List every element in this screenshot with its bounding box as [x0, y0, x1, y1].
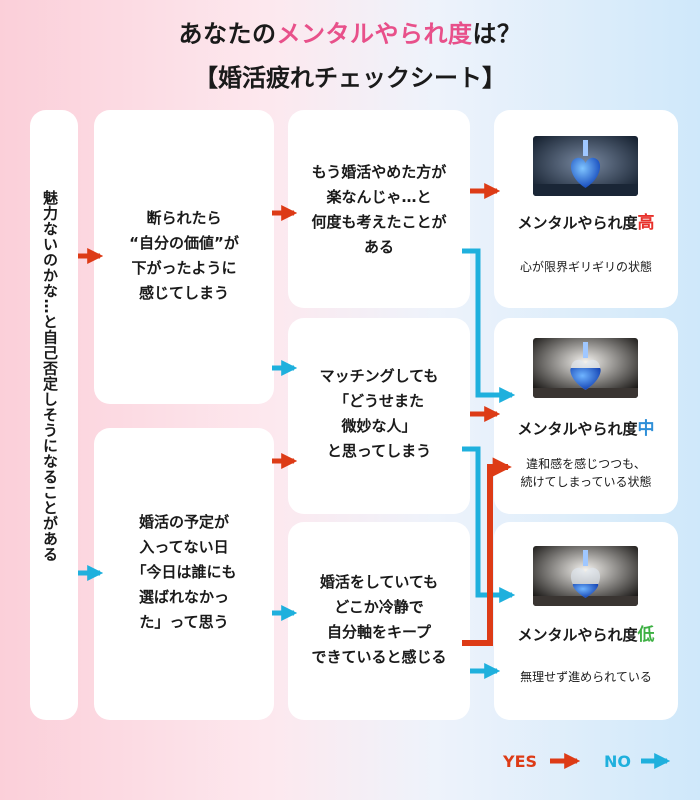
result-high-level: 高 — [637, 213, 655, 233]
question-2-line: 入ってない日 — [139, 538, 229, 556]
question-card-1 — [94, 110, 274, 404]
result-mid-desc-line: 続けてしまっている状態 — [520, 475, 652, 489]
question-1-text: 断られたら “自分の価値”が 下がったように 感じてしまう — [94, 206, 274, 306]
result-mid-level: 中 — [637, 419, 655, 439]
result-mid-desc: 違和感を感じつつも、 続けてしまっている状態 — [494, 455, 678, 491]
no-connector — [462, 446, 516, 604]
question-3-line: 何度も考えたことが — [311, 213, 447, 231]
question-1-line: 下がったように — [131, 259, 237, 277]
question-2-line: 選ばれなかっ — [138, 588, 229, 606]
question-5-line: 婚活をしていても — [319, 573, 439, 591]
perfume-bottle-photo — [533, 136, 638, 196]
page-title: あなたのメンタルやられ度は？ — [0, 14, 700, 49]
yes-connector — [462, 457, 512, 646]
question-2-line: 婚活の予定が — [138, 513, 229, 531]
question-card-5 — [288, 522, 470, 720]
question-5-line: できていると感じる — [311, 648, 447, 666]
question-4-text: マッチングしても 「どうせまた 微妙な人」 と思ってしまう — [288, 364, 470, 464]
question-1-line: 感じてしまう — [138, 284, 229, 302]
question-3-line: もう婚活やめた方が — [311, 163, 447, 181]
start-question: 魅力ないのかな…と自己否定しそうになることがある — [41, 190, 59, 562]
question-5-line: 自分軸をキープ — [326, 623, 432, 641]
question-4-line: 「どうせまた — [333, 392, 424, 410]
page-subtitle: 【婚活疲れチェックシート】 — [194, 64, 506, 92]
question-5-text: 婚活をしていても どこか冷静で 自分軸をキープ できていると感じる — [288, 570, 470, 670]
result-low-title: メンタルやられ度低 — [494, 620, 678, 645]
question-2-line: 「今日は誰にも — [131, 563, 237, 581]
question-card-4 — [288, 318, 470, 514]
legend-no-label: NO — [604, 752, 631, 771]
result-mid-title: メンタルやられ度中 — [494, 414, 678, 439]
title-post: は？ — [472, 20, 522, 48]
question-2-text: 婚活の予定が 入ってない日 「今日は誰にも 選ばれなかっ た」って思う — [94, 510, 274, 635]
start-card — [30, 110, 78, 720]
result-low-desc-line: 無理せず進められている — [520, 670, 652, 684]
question-3-line: 楽なんじゃ…と — [326, 188, 432, 206]
result-high-prefix: メンタルやられ度 — [517, 214, 638, 232]
no-connector — [462, 248, 516, 404]
question-2-line: た」って思う — [139, 613, 229, 631]
result-mid-desc-line: 違和感を感じつつも、 — [526, 457, 646, 471]
question-1-line: “自分の価値”が — [129, 234, 239, 252]
question-3-text: もう婚活やめた方が 楽なんじゃ…と 何度も考えたことが ある — [288, 160, 470, 260]
result-low-prefix: メンタルやられ度 — [517, 626, 638, 644]
title-pre: あなたの — [178, 20, 277, 48]
title-highlight: メンタルやられ度 — [276, 20, 473, 48]
question-card-3 — [288, 110, 470, 308]
result-low-desc: 無理せず進められている — [494, 668, 678, 686]
result-high-desc-line: 心が限界ギリギリの状態 — [519, 260, 652, 274]
question-3-line: ある — [363, 238, 394, 256]
result-high-desc: 心が限界ギリギリの状態 — [494, 258, 678, 276]
question-card-2 — [94, 428, 274, 720]
question-4-line: と思ってしまう — [326, 442, 432, 460]
result-low-level: 低 — [637, 625, 655, 645]
question-4-line: マッチングしても — [319, 367, 439, 385]
perfume-bottle-photo — [533, 338, 638, 398]
legend-yes-label: YES — [503, 752, 538, 771]
result-mid-prefix: メンタルやられ度 — [517, 420, 638, 438]
question-1-line: 断られたら — [146, 209, 222, 227]
result-high-title: メンタルやられ度高 — [494, 208, 678, 233]
perfume-bottle-photo — [533, 546, 638, 606]
question-4-line: 微妙な人」 — [341, 417, 417, 435]
question-5-line: どこか冷静で — [334, 598, 424, 616]
